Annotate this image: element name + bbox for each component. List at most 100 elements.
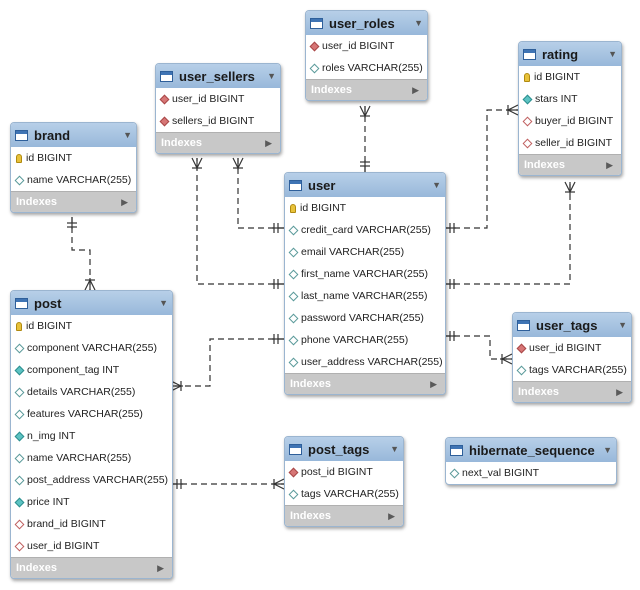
relation-user-post [170,334,284,392]
table-rating[interactable]: rating ▼ id BIGINT stars INT buyer_id BI… [518,41,622,176]
table-user-roles[interactable]: user_roles ▼ user_id BIGINT roles VARCHA… [305,10,428,101]
column-row[interactable]: details VARCHAR(255) [11,381,172,403]
expand-arrow-icon[interactable]: ▶ [388,510,395,521]
relation-rating-seller [444,181,576,289]
expand-arrow-icon[interactable]: ▶ [430,378,437,389]
column-row[interactable]: user_id BIGINT [513,337,631,359]
column-row[interactable]: id BIGINT [519,66,621,88]
column-row[interactable]: user_id BIGINT [11,535,172,557]
column-row[interactable]: id BIGINT [11,315,172,337]
collapse-caret-icon[interactable]: ▼ [432,180,441,190]
table-icon [15,129,28,141]
column-row[interactable]: user_address VARCHAR(255) [285,351,445,373]
foreign-key-icon [522,138,533,148]
table-name: user [308,177,336,193]
column-row[interactable]: phone VARCHAR(255) [285,329,445,351]
column-row[interactable]: tags VARCHAR(255) [513,359,631,381]
table-header[interactable]: rating ▼ [519,42,621,66]
indexes-section[interactable]: Indexes▶ [519,154,621,175]
collapse-caret-icon[interactable]: ▼ [159,298,168,308]
column-row[interactable]: credit_card VARCHAR(255) [285,219,445,241]
column-row[interactable]: name VARCHAR(255) [11,169,136,191]
relation-user-tags [444,331,513,365]
column-row[interactable]: stars INT [519,88,621,110]
column-row[interactable]: brand_id BIGINT [11,513,172,535]
collapse-caret-icon[interactable]: ▼ [618,320,627,330]
collapse-caret-icon[interactable]: ▼ [608,49,617,59]
table-hibernate-sequence[interactable]: hibernate_sequence ▼ next_val BIGINT [445,437,617,485]
primary-key-icon [16,153,22,163]
table-icon [310,17,323,29]
relation-rating-buyer [444,104,519,233]
column-row[interactable]: tags VARCHAR(255) [285,483,403,505]
collapse-caret-icon[interactable]: ▼ [390,444,399,454]
column-row[interactable]: post_id BIGINT [285,461,403,483]
indexes-section[interactable]: Indexes▶ [285,505,403,526]
column-row[interactable]: id BIGINT [11,147,136,169]
indexes-section[interactable]: Indexes▶ [285,373,445,394]
table-header[interactable]: brand ▼ [11,123,136,147]
column-icon [14,453,25,463]
column-row[interactable]: sellers_id BIGINT [156,110,280,132]
foreign-key-icon [309,41,320,51]
column-row[interactable]: roles VARCHAR(255) [306,57,427,79]
indexes-section[interactable]: Indexes▶ [11,191,136,212]
column-row[interactable]: password VARCHAR(255) [285,307,445,329]
table-header[interactable]: user_roles ▼ [306,11,427,35]
expand-arrow-icon[interactable]: ▶ [157,562,164,573]
expand-arrow-icon[interactable]: ▶ [265,137,272,148]
table-name: brand [34,127,71,143]
table-icon [450,444,463,456]
column-row[interactable]: next_val BIGINT [446,462,616,484]
table-icon [289,443,302,455]
table-header[interactable]: post_tags ▼ [285,437,403,461]
column-row[interactable]: buyer_id BIGINT [519,110,621,132]
table-header[interactable]: post ▼ [11,291,172,315]
column-row[interactable]: component_tag INT [11,359,172,381]
indexes-section[interactable]: Indexes▶ [11,557,172,578]
collapse-caret-icon[interactable]: ▼ [267,71,276,81]
column-row[interactable]: first_name VARCHAR(255) [285,263,445,285]
column-row[interactable]: name VARCHAR(255) [11,447,172,469]
relation-user-sellers-sellers [191,157,284,289]
column-row[interactable]: price INT [11,491,172,513]
expand-arrow-icon[interactable]: ▶ [412,84,419,95]
column-row[interactable]: id BIGINT [285,197,445,219]
table-post-tags[interactable]: post_tags ▼ post_id BIGINT tags VARCHAR(… [284,436,404,527]
collapse-caret-icon[interactable]: ▼ [603,445,612,455]
expand-arrow-icon[interactable]: ▶ [616,386,623,397]
table-header[interactable]: user_tags ▼ [513,313,631,337]
table-header[interactable]: hibernate_sequence ▼ [446,438,616,462]
table-header[interactable]: user ▼ [285,173,445,197]
expand-arrow-icon[interactable]: ▶ [121,196,128,207]
collapse-caret-icon[interactable]: ▼ [123,130,132,140]
column-row[interactable]: component VARCHAR(255) [11,337,172,359]
column-row[interactable]: user_id BIGINT [306,35,427,57]
column-row[interactable]: post_address VARCHAR(255) [11,469,172,491]
indexes-section[interactable]: Indexes▶ [513,381,631,402]
table-user[interactable]: user ▼ id BIGINT credit_card VARCHAR(255… [284,172,446,395]
table-user-sellers[interactable]: user_sellers ▼ user_id BIGINT sellers_id… [155,63,281,154]
foreign-key-icon [522,116,533,126]
column-row[interactable]: n_img INT [11,425,172,447]
indexes-section[interactable]: Indexes▶ [306,79,427,100]
table-brand[interactable]: brand ▼ id BIGINT name VARCHAR(255) Inde… [10,122,137,213]
column-row[interactable]: last_name VARCHAR(255) [285,285,445,307]
table-header[interactable]: user_sellers ▼ [156,64,280,88]
column-row[interactable]: seller_id BIGINT [519,132,621,154]
indexes-section[interactable]: Indexes▶ [156,132,280,153]
not-null-column-icon [14,431,25,441]
relation-user-sellers-user [232,157,284,233]
table-name: hibernate_sequence [469,442,595,458]
collapse-caret-icon[interactable]: ▼ [414,18,423,28]
table-icon [523,48,536,60]
table-name: post_tags [308,441,370,457]
table-user-tags[interactable]: user_tags ▼ user_id BIGINT tags VARCHAR(… [512,312,632,403]
column-row[interactable]: email VARCHAR(255) [285,241,445,263]
expand-arrow-icon[interactable]: ▶ [606,159,613,170]
table-post[interactable]: post ▼ id BIGINT component VARCHAR(255) … [10,290,173,579]
not-null-column-icon [14,497,25,507]
column-row[interactable]: user_id BIGINT [156,88,280,110]
column-icon [288,291,299,301]
column-row[interactable]: features VARCHAR(255) [11,403,172,425]
